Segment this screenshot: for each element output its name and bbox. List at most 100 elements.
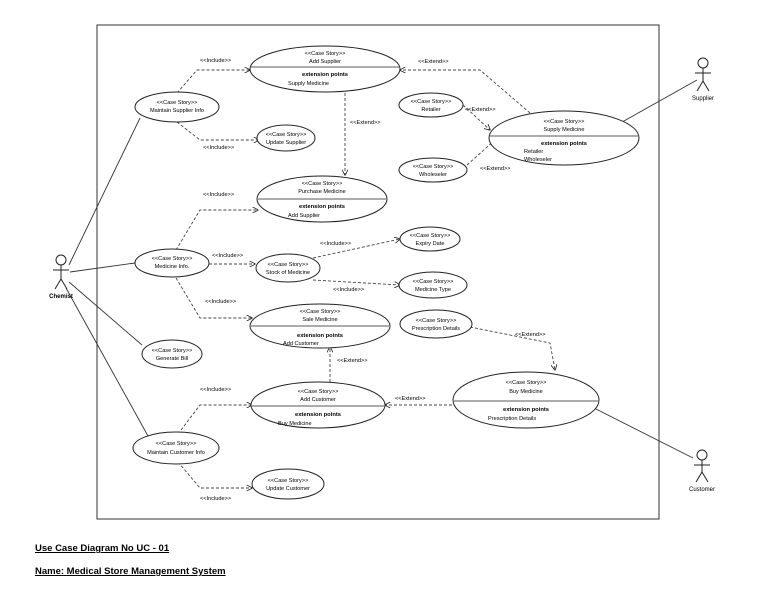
assoc-customer-buy-medicine	[593, 407, 694, 459]
usecase-maintain-customer-info: <<Case Story>> Maintain Customer Info	[132, 431, 220, 465]
usecase-retailer: <<Case Story>> Retailer	[398, 92, 464, 118]
stereotype-label: <<Case Story>>	[416, 318, 457, 324]
dep-medinfo-purchase	[175, 210, 258, 251]
actor-customer	[694, 449, 710, 483]
usecase-update-customer-name: Update Customer	[266, 486, 310, 492]
usecase-add-supplier-name: Add Supplier	[309, 59, 341, 65]
usecase-stock-of-medicine-name: Stock of Medicine	[266, 270, 310, 276]
usecase-maintain-supplier-info: <<Case Story>> Maintain Supplier Info	[134, 91, 220, 123]
label-include: <<Include>>	[203, 192, 234, 198]
stereotype-label: <<Case Story>>	[152, 256, 193, 262]
extension-points-label: extension points	[295, 412, 341, 418]
dep-medinfo-sale	[175, 277, 252, 318]
dep-customerinfo-updatecustomer	[177, 461, 252, 488]
diagram-name-caption: Name: Medical Store Management System	[35, 566, 226, 577]
dep-supplymed-addsupplier	[400, 70, 531, 114]
stereotype-label: <<Case Story>>	[411, 99, 452, 105]
actor-chemist-label: Chemist	[49, 294, 73, 300]
usecase-add-customer-name: Add Customer	[300, 397, 336, 403]
label-include: <<Include>>	[333, 287, 364, 293]
usecase-sale-medicine: <<Case Story>> Sale Medicine extension p…	[249, 303, 391, 349]
actor-supplier-label: Supplier	[692, 96, 714, 102]
usecase-update-supplier-name: Update Supplier	[266, 140, 306, 146]
dep-customerinfo-addcustomer	[177, 405, 252, 435]
actor-chemist	[53, 254, 69, 290]
label-extend: <<Extend>>	[465, 107, 495, 113]
usecase-maintain-customer-info-name: Maintain Customer Info	[147, 450, 205, 456]
usecase-generate-bill: <<Case Story>> Generate Bill	[141, 339, 203, 369]
assoc-chemist-customer-info	[65, 287, 149, 437]
label-extend: <<Extend>>	[337, 358, 367, 364]
stereotype-label: <<Case Story>>	[302, 181, 343, 187]
usecase-medicine-info-name: Medicine Info.	[155, 264, 190, 270]
stereotype-label: <<Case Story>>	[305, 51, 346, 57]
system-boundary	[96, 24, 660, 520]
dep-prescription-buymed	[469, 326, 555, 370]
usecase-sale-medicine-ext: Add Customer	[283, 341, 319, 347]
usecase-stock-of-medicine: <<Case Story>> Stock of Medicine	[255, 253, 321, 283]
label-extend: <<Extend>>	[418, 59, 448, 65]
label-include: <<Include>>	[205, 299, 236, 305]
usecase-wholeseler-name: Wholeseler	[419, 172, 447, 178]
stereotype-label: <<Case Story>>	[506, 380, 547, 386]
usecase-supply-medicine-ext1: Retailer	[524, 149, 543, 155]
stereotype-label: <<Case Story>>	[413, 164, 454, 170]
label-include: <<Include>>	[212, 253, 243, 259]
usecase-update-supplier: <<Case Story>> Update Supplier	[256, 124, 316, 152]
assoc-chemist-generate-bill	[68, 281, 143, 346]
usecase-add-supplier: <<Case Story>> Add Supplier extension po…	[249, 45, 401, 93]
label-include: <<Include>>	[200, 58, 231, 64]
usecase-purchase-medicine-ext: Add Supplier	[288, 213, 320, 219]
usecase-maintain-supplier-info-name: Maintain Supplier Info	[150, 108, 204, 114]
label-include: <<Include>>	[200, 387, 231, 393]
label-extend: <<Extend>>	[480, 166, 510, 172]
usecase-generate-bill-name: Generate Bill	[156, 356, 188, 362]
usecase-purchase-medicine: <<Case Story>> Purchase Medicine extensi…	[256, 175, 388, 223]
usecase-buy-medicine-name: Buy Medicine	[509, 389, 543, 395]
usecase-prescription-details: <<Case Story>> Prescription Details	[399, 309, 473, 339]
stereotype-label: <<Case Story>>	[266, 132, 307, 138]
usecase-sale-medicine-name: Sale Medicine	[302, 317, 337, 323]
diagram-number-caption: Use Case Diagram No UC - 01	[35, 543, 170, 554]
usecase-add-customer-ext: Buy Medicine	[278, 421, 312, 427]
usecase-buy-medicine-ext: Prescription Details	[488, 416, 536, 422]
usecase-purchase-medicine-name: Purchase Medicine	[298, 189, 346, 195]
usecase-medicine-type-name: Medicine Type	[415, 287, 451, 293]
dep-supplierinfo-updatesupplier	[176, 121, 259, 140]
dep-stock-type	[312, 279, 400, 285]
assoc-chemist-medicine-info	[69, 262, 136, 273]
usecase-add-customer: <<Case Story>> Add Customer extension po…	[250, 381, 386, 429]
usecase-supply-medicine-ext2: Wholeseler	[524, 157, 552, 163]
usecase-retailer-name: Retailer	[421, 107, 440, 113]
extension-points-label: extension points	[302, 72, 348, 78]
usecase-supply-medicine-name: Supply Medicine	[543, 127, 584, 133]
stereotype-label: <<Case Story>>	[157, 100, 198, 106]
usecase-expiry-date-name: Expiry Date	[416, 241, 445, 247]
stereotype-label: <<Case Story>>	[300, 309, 341, 315]
actor-supplier	[695, 57, 711, 92]
dep-supplierinfo-addsupplier	[176, 70, 250, 94]
usecase-wholeseler: <<Case Story>> Wholeseler	[398, 157, 468, 183]
stereotype-label: <<Case Story>>	[156, 441, 197, 447]
usecase-medicine-type: <<Case Story>> Medicine Type	[398, 271, 468, 299]
label-include: <<Include>>	[203, 145, 234, 151]
stereotype-label: <<Case Story>>	[152, 348, 193, 354]
usecase-medicine-info: <<Case Story>> Medicine Info.	[134, 248, 210, 278]
stereotype-label: <<Case Story>>	[413, 279, 454, 285]
usecase-update-customer: <<Case Story>> Update Customer	[251, 468, 325, 500]
extension-points-label: extension points	[297, 333, 343, 339]
label-extend: <<Extend>>	[395, 396, 425, 402]
stereotype-label: <<Case Story>>	[298, 389, 339, 395]
usecase-prescription-details-name: Prescription Details	[412, 326, 460, 332]
label-include: <<Include>>	[320, 241, 351, 247]
assoc-supplier-supply-medicine	[614, 79, 698, 127]
assoc-chemist-supplier-info	[68, 117, 141, 266]
extension-points-label: extension points	[541, 141, 587, 147]
extension-points-label: extension points	[503, 407, 549, 413]
usecase-supply-medicine: <<Case Story>> Supply Medicine extension…	[488, 110, 640, 166]
usecase-add-supplier-ext: Supply Medicine	[288, 81, 329, 87]
usecase-buy-medicine: <<Case Story>> Buy Medicine extension po…	[452, 371, 600, 429]
stereotype-label: <<Case Story>>	[410, 233, 451, 239]
actor-customer-label: Customer	[689, 487, 715, 493]
